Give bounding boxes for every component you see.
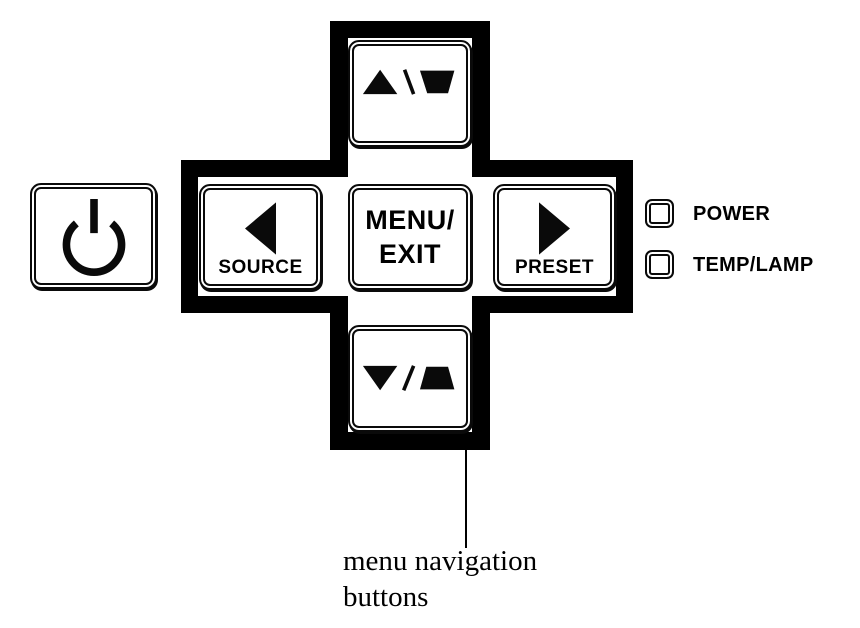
annotation-line-2: buttons (343, 581, 429, 613)
down-keystone-button[interactable] (348, 325, 472, 432)
menu-exit-button-label: MENU/ EXIT (365, 205, 455, 269)
source-button-label: SOURCE (218, 257, 303, 278)
up-arrow-keystone-icon (362, 69, 455, 95)
annotation-text: menu navigation buttons (343, 543, 537, 615)
preset-button[interactable]: PRESET (493, 184, 616, 290)
up-keystone-button[interactable] (348, 40, 472, 147)
right-arrow-icon (539, 202, 570, 255)
left-arrow-icon (245, 202, 276, 255)
temp-lamp-led-indicator (645, 250, 674, 279)
power-icon (62, 198, 125, 276)
down-arrow-keystone-icon (362, 365, 455, 391)
power-button[interactable] (30, 183, 157, 289)
source-button[interactable]: SOURCE (199, 184, 322, 290)
power-led-indicator (645, 199, 674, 228)
temp-lamp-led-label: TEMP/LAMP (693, 254, 814, 276)
menu-exit-button[interactable]: MENU/ EXIT (348, 184, 472, 290)
power-led-label: POWER (693, 203, 771, 225)
callout-leader-line (465, 450, 467, 548)
preset-button-label: PRESET (514, 257, 595, 278)
annotation-line-1: menu navigation (343, 545, 538, 577)
